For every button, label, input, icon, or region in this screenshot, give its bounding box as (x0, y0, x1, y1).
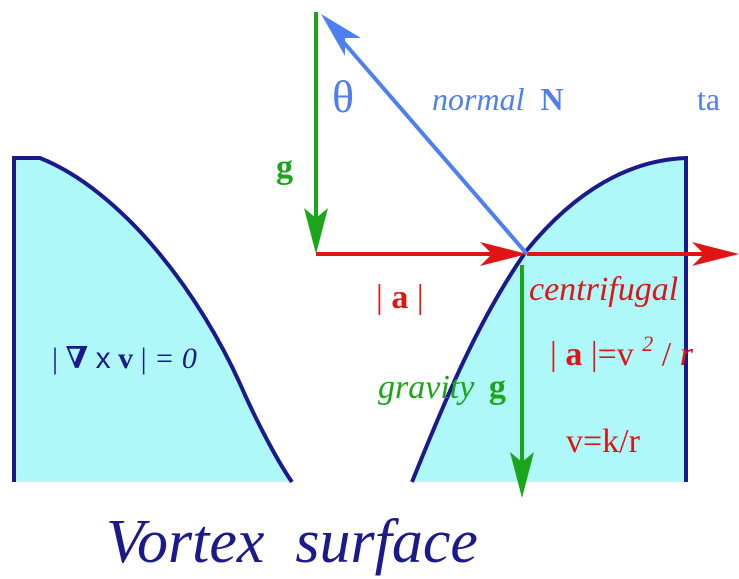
accel-bar-right: | (417, 279, 424, 316)
centrifugal-label: centrifugal (529, 271, 678, 308)
curl-zero: 0 (182, 342, 197, 375)
normal-vector (331, 28, 529, 256)
left-vortex-wall (12, 156, 294, 484)
right-vortex-surface-curve (410, 155, 688, 483)
centrifugal-vector-arrowhead (692, 242, 739, 266)
gravity-word: gravity (378, 369, 475, 406)
diagram-title: Vortex surface (106, 508, 478, 576)
gravity-label-top: g (276, 149, 293, 186)
accel-bar-left: | (376, 279, 383, 316)
curl-equals: = (154, 342, 174, 375)
gravity-vector-top-arrowhead (304, 208, 328, 254)
normal-word: normal (432, 81, 525, 117)
curl-nabla: ∇ (66, 342, 89, 375)
tangent-label-partial: ta (697, 81, 720, 117)
normal-vector-arrowhead (321, 14, 361, 56)
curl-velocity: v (118, 342, 133, 375)
theta-label: θ (332, 71, 354, 122)
accel-eq-divide: / (662, 336, 672, 373)
normal-symbol: N (540, 81, 563, 117)
curl-bar-right: | (141, 342, 147, 375)
accel-eq-bar-left: | (550, 336, 557, 373)
left-fluid-region (14, 158, 292, 482)
normal-label: normal N (432, 81, 564, 117)
accel-eq-symbol: a (565, 336, 582, 373)
gravity-symbol: g (489, 369, 506, 406)
acceleration-vector-left-arrowhead (480, 242, 527, 266)
velocity-law: v=k/r (566, 423, 641, 460)
accel-eq-radius: r (680, 336, 694, 373)
curl-equation: | ∇ x v | = 0 (52, 342, 197, 375)
accel-eq-rest: |=v (591, 336, 634, 373)
accel-eq-exponent: 2 (642, 331, 653, 356)
gravity-label-bottom: gravity g (378, 369, 506, 406)
gravity-vector-bottom-arrowhead (510, 452, 534, 498)
right-fluid-region (412, 158, 686, 482)
acceleration-equation: | a |=v 2 / r (550, 322, 694, 373)
curl-cross: x (96, 342, 111, 375)
curl-bar-left: | (52, 342, 58, 375)
accel-symbol: a (391, 279, 408, 316)
acceleration-label: | a | (376, 279, 424, 316)
